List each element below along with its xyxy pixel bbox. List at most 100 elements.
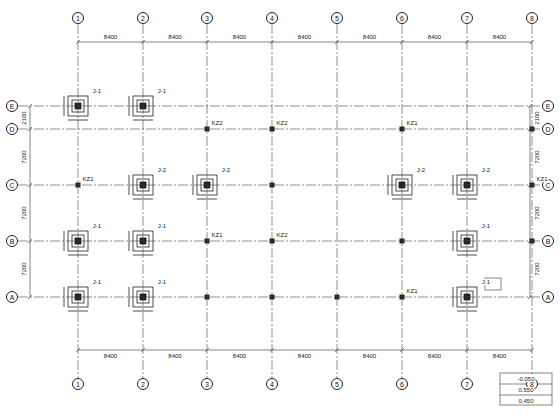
dimension: 8400 xyxy=(362,34,377,40)
axis-label: A xyxy=(10,294,15,301)
axis-bubble: 3 xyxy=(201,12,213,24)
axis-label: 1 xyxy=(76,381,80,388)
axis-bubble: A xyxy=(6,291,18,303)
dim-line xyxy=(129,287,130,307)
axis-label: 7 xyxy=(465,15,469,22)
axis-bubble: 6 xyxy=(396,378,408,390)
axis-bubble: 4 xyxy=(266,12,278,24)
axis-bubble: 1 xyxy=(72,12,84,24)
axis-label: C xyxy=(545,182,550,189)
axis-label: C xyxy=(9,182,14,189)
axis-bubble: 7 xyxy=(461,378,473,390)
member-tag: J-2 xyxy=(481,167,491,173)
dim-line xyxy=(197,199,217,200)
axis-label: 6 xyxy=(400,15,404,22)
axis-line xyxy=(18,297,542,298)
dimension: 8400 xyxy=(362,353,377,359)
axis-bubble: A xyxy=(542,291,554,303)
member-tag: KZ2 xyxy=(275,120,288,126)
dim-line xyxy=(457,311,477,312)
axis-bubble: 3 xyxy=(201,378,213,390)
axis-line xyxy=(337,24,338,378)
axis-line xyxy=(467,24,468,378)
axis-label: 4 xyxy=(270,15,274,22)
axis-bubble: D xyxy=(542,123,554,135)
axis-label: D xyxy=(9,126,14,133)
axis-line xyxy=(207,24,208,378)
axis-line xyxy=(532,24,533,378)
axis-label: B xyxy=(546,238,551,245)
dimension: 8400 xyxy=(103,353,118,359)
dim-line xyxy=(457,199,477,200)
dim-line xyxy=(129,96,130,116)
dimension: 2100 xyxy=(21,110,27,125)
axis-bubble: 1 xyxy=(72,378,84,390)
member-tag: KZ1 xyxy=(405,120,418,126)
axis-label: 3 xyxy=(205,381,209,388)
dim-line xyxy=(129,175,130,195)
axis-line xyxy=(18,129,542,130)
dimension: 8400 xyxy=(427,34,442,40)
axis-label: D xyxy=(545,126,550,133)
dimension: 8400 xyxy=(492,34,507,40)
axis-bubble: B xyxy=(542,235,554,247)
dimension: 7200 xyxy=(21,205,27,220)
member-tag: KZ2 xyxy=(210,120,223,126)
axis-line xyxy=(78,24,79,378)
axis-bubble: B xyxy=(6,235,18,247)
member-tag: J-1 xyxy=(92,279,102,285)
member-tag: KZ1 xyxy=(535,176,548,182)
axis-line xyxy=(18,106,542,107)
axis-bubble: 4 xyxy=(266,378,278,390)
dimension: 2100 xyxy=(534,110,540,125)
member-tag: J-1 xyxy=(481,223,491,229)
axis-bubble: 2 xyxy=(137,378,149,390)
member-tag: KZ2 xyxy=(275,232,288,238)
member-tag: J-1 xyxy=(481,279,491,285)
member-tag: KZ1 xyxy=(210,232,223,238)
dimension: 7200 xyxy=(534,205,540,220)
dim-line xyxy=(129,231,130,251)
member-tag: KZ1 xyxy=(81,176,94,182)
member-tag: J-2 xyxy=(416,167,426,173)
axis-line xyxy=(402,24,403,378)
dimension: 8400 xyxy=(167,353,182,359)
axis-bubble: E xyxy=(6,100,18,112)
axis-bubble: 8 xyxy=(526,12,538,24)
dim-line xyxy=(68,311,88,312)
axis-line xyxy=(272,24,273,378)
axis-line xyxy=(18,241,542,242)
axis-label: A xyxy=(546,294,551,301)
member-tag: J-1 xyxy=(157,279,167,285)
member-tag: J-1 xyxy=(92,88,102,94)
axis-bubble: 7 xyxy=(461,12,473,24)
member-tag: J-1 xyxy=(157,88,167,94)
axis-bubble: D xyxy=(6,123,18,135)
axis-bubble: 2 xyxy=(137,12,149,24)
axis-label: B xyxy=(10,238,15,245)
member-tag: J-1 xyxy=(157,223,167,229)
member-tag: J-1 xyxy=(92,223,102,229)
axis-label: 3 xyxy=(205,15,209,22)
dimension: 7200 xyxy=(21,149,27,164)
axis-label: 1 xyxy=(76,15,80,22)
axis-label: 5 xyxy=(335,15,339,22)
axis-label: E xyxy=(10,103,15,110)
member-tag: KZ1 xyxy=(405,288,418,294)
dimension: 7200 xyxy=(534,149,540,164)
dimension: 7200 xyxy=(534,261,540,276)
dim-line xyxy=(133,199,153,200)
elevation-note: 0.450 xyxy=(517,398,534,404)
dim-line xyxy=(392,199,412,200)
member-tag: J-2 xyxy=(157,167,167,173)
dimension: 8400 xyxy=(232,34,247,40)
dimension: 8400 xyxy=(297,34,312,40)
axis-label: 2 xyxy=(141,15,145,22)
axis-line xyxy=(18,185,542,186)
axis-bubble: 6 xyxy=(396,12,408,24)
dimension: 8400 xyxy=(427,353,442,359)
dimension: 8400 xyxy=(297,353,312,359)
axis-label: 7 xyxy=(465,381,469,388)
